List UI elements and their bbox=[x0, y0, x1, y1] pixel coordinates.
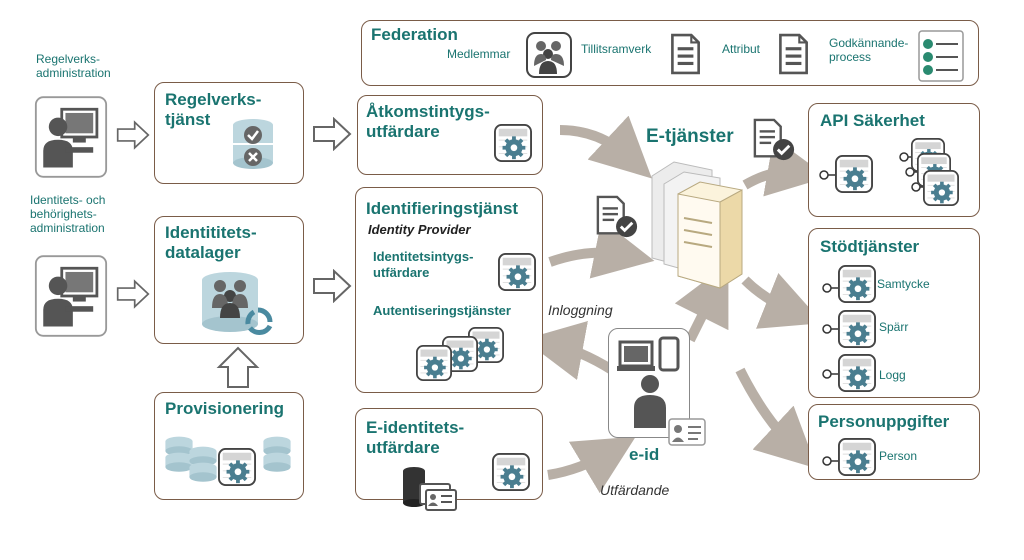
arrow-etjanster-to-person bbox=[735, 367, 817, 469]
gear-service-icon bbox=[835, 155, 873, 193]
server-id-card-icon bbox=[403, 467, 457, 511]
actor-regelverk-label: Regelverks- administration bbox=[36, 52, 111, 80]
gear-service-icon bbox=[838, 438, 876, 476]
admin-user-icon bbox=[34, 253, 108, 339]
devices-user-icon bbox=[617, 336, 680, 428]
eid-utfardare-title: E-identitets- utfärdare bbox=[366, 418, 465, 457]
identitetsdatalager-title: Identititets- datalager bbox=[165, 223, 257, 262]
gear-service-icon bbox=[838, 310, 876, 348]
arrow-eid-to-etjanster bbox=[674, 263, 729, 343]
connector-icon bbox=[822, 369, 838, 379]
connector-icon bbox=[819, 170, 835, 180]
federation-title: Federation bbox=[371, 25, 458, 44]
admin-user-icon bbox=[34, 95, 108, 179]
gear-service-icon bbox=[494, 124, 532, 162]
person-item: Person bbox=[879, 449, 918, 463]
utfardande-label: Utfärdande bbox=[600, 482, 670, 498]
person-title: Personuppgifter bbox=[818, 412, 950, 431]
federation-medlemmar-label: Medlemmar bbox=[447, 47, 511, 61]
gear-service-icon bbox=[416, 345, 452, 381]
database-check-icon bbox=[233, 119, 273, 169]
id-card-icon bbox=[668, 418, 706, 446]
provisionering-title: Provisionering bbox=[165, 399, 285, 418]
federation-godkannande-label: Godkännande- process bbox=[829, 36, 909, 64]
gear-service-icon bbox=[492, 453, 530, 491]
members-icon bbox=[526, 32, 572, 78]
gear-service-icon bbox=[923, 170, 959, 206]
server-icon bbox=[651, 161, 743, 289]
arrow-atkomst-to-etjanster bbox=[559, 115, 652, 179]
idp-identitetsintyg-label: Identitetsintygs- utfärdare bbox=[373, 249, 474, 280]
block-arrow-up-icon bbox=[216, 346, 260, 388]
federation-tillitsramverk-label: Tillitsramverk bbox=[581, 42, 652, 56]
document-icon bbox=[777, 33, 809, 75]
database-icon bbox=[188, 445, 218, 493]
actor-identitet-label: Identitets- och behörighets- administrat… bbox=[30, 193, 106, 235]
federation-box bbox=[361, 20, 979, 86]
arrow-idp-to-etjanster bbox=[548, 219, 655, 279]
inloggning-label: Inloggning bbox=[548, 302, 613, 318]
block-arrow-icon bbox=[312, 269, 352, 303]
block-arrow-icon bbox=[312, 117, 352, 151]
checklist-icon bbox=[918, 30, 964, 82]
stod-title: Stödtjänster bbox=[820, 237, 920, 256]
idp-title: Identifieringstjänst bbox=[366, 199, 519, 218]
regelverkstjanst-title: Regelverks- tjänst bbox=[165, 90, 262, 129]
document-icon bbox=[669, 33, 701, 75]
eid-title: e-id bbox=[629, 445, 660, 464]
gear-service-icon bbox=[498, 253, 536, 291]
certificate-icon bbox=[752, 118, 796, 162]
gear-service-icon bbox=[218, 448, 256, 486]
connector-icon bbox=[822, 456, 838, 466]
arrow-etjanster-to-api bbox=[742, 137, 828, 197]
etjanster-title: E-tjänster bbox=[646, 126, 734, 147]
stod-item-samtycke: Samtycke bbox=[877, 277, 930, 291]
connector-icon bbox=[822, 324, 838, 334]
federation-attribut-label: Attribut bbox=[722, 42, 761, 56]
database-icon bbox=[262, 435, 292, 483]
arrow-eidutf-to-eid bbox=[547, 436, 636, 494]
arrow-eid-to-idp bbox=[523, 320, 615, 380]
idp-subtitle: Identity Provider bbox=[368, 222, 471, 237]
gear-service-icon bbox=[838, 265, 876, 303]
person-box bbox=[808, 404, 980, 480]
certificate-icon bbox=[595, 195, 639, 239]
stod-item-logg: Logg bbox=[879, 368, 906, 382]
regelverkstjanst-box bbox=[154, 82, 304, 184]
atkomst-title: Åtkomstintygs- utfärdare bbox=[366, 102, 490, 141]
block-arrow-icon bbox=[116, 279, 150, 309]
connector-icon bbox=[822, 283, 838, 293]
arrow-etjanster-to-stod bbox=[741, 273, 823, 329]
block-arrow-icon bbox=[116, 120, 150, 150]
stod-item-sparr: Spärr bbox=[879, 320, 909, 334]
gear-service-icon bbox=[838, 354, 876, 392]
idp-autentisering-label: Autentiseringstjänster bbox=[373, 303, 511, 318]
user-database-sync-icon bbox=[202, 272, 273, 335]
stod-box bbox=[808, 228, 980, 398]
api-title: API Säkerhet bbox=[820, 111, 925, 130]
